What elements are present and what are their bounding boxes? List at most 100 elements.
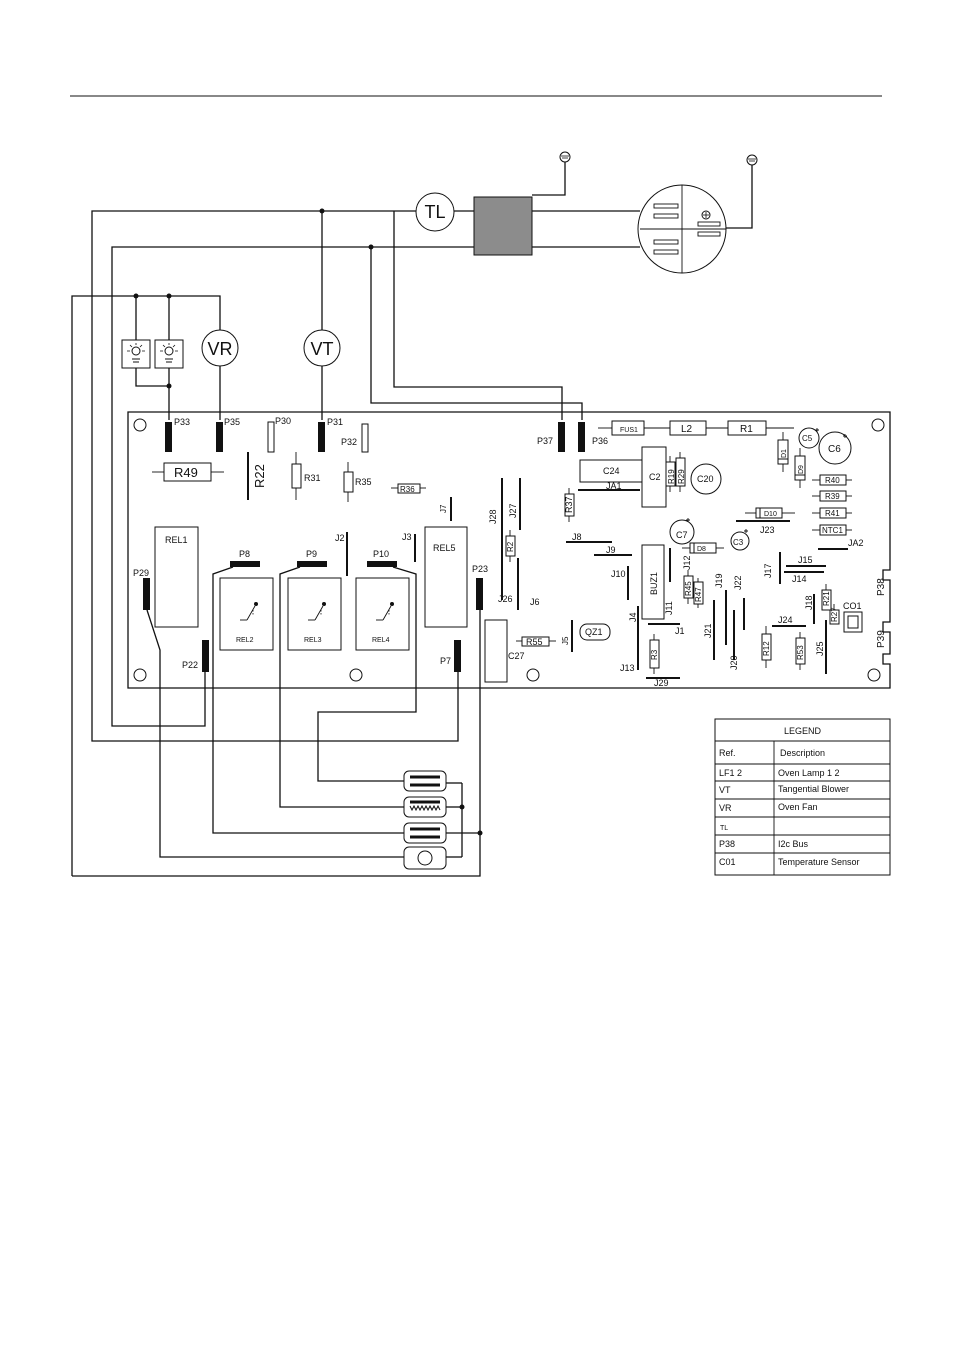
comp-ntc1: NTC1: [822, 526, 843, 535]
comp-j27: J27: [508, 503, 518, 518]
comp-rel1: REL1: [165, 535, 188, 545]
comp-j8: J8: [572, 532, 582, 542]
p38-label: P38: [876, 578, 887, 596]
comp-r12: R12: [762, 641, 771, 656]
pin-label-p9: P9: [306, 549, 317, 559]
legend-desc: Oven Lamp 1 2: [778, 768, 840, 778]
comp-j7: J7: [439, 504, 448, 513]
pin-label-p10: P10: [373, 549, 389, 559]
vt-label: VT: [310, 339, 333, 359]
legend-ref: LF1 2: [719, 768, 742, 778]
comp-r1: R1: [740, 424, 753, 435]
comp-r29: R29: [677, 469, 686, 484]
legend-desc: Temperature Sensor: [778, 857, 860, 867]
pin-label-p32: P32: [341, 437, 357, 447]
comp-j25: J25: [815, 641, 825, 656]
comp-d10: D10: [764, 511, 777, 518]
pin-label-p33: P33: [174, 417, 190, 427]
oven-lamp-icon: [121, 339, 151, 369]
comp-rel3: REL3: [304, 637, 322, 644]
comp-j28: J28: [488, 509, 498, 524]
legend-ref: TL: [720, 825, 728, 832]
comp-j6: J6: [530, 597, 540, 607]
pin-label-p22: P22: [182, 660, 198, 670]
comp-j18: J18: [804, 595, 814, 610]
comp-j5: J5: [561, 636, 570, 645]
comp-j22: J22: [733, 575, 743, 590]
pin-label-p37: P37: [537, 436, 553, 446]
comp-r19: R19: [667, 469, 676, 484]
comp-c5: C5: [802, 434, 813, 443]
comp-r40: R40: [825, 476, 840, 485]
legend-desc: Tangential Blower: [778, 784, 849, 794]
tangential-blower: VT: [303, 329, 341, 367]
comp-j26: J26: [498, 594, 513, 604]
pcb-components-left: [152, 452, 468, 628]
oven-lamp-icon: [154, 339, 184, 369]
mains-wiring: [91, 160, 753, 742]
ground-icon: [559, 151, 571, 163]
pin-label-p7: P7: [440, 656, 451, 666]
legend-ref: VT: [719, 785, 731, 795]
comp-r3: R3: [650, 649, 659, 660]
legend-table: LEGEND Ref. Description LF1 2 Oven Lamp …: [714, 718, 891, 876]
oven-fan: VR: [201, 329, 239, 367]
comp-j3: J3: [402, 532, 412, 542]
comp-j11: J11: [664, 601, 674, 615]
vr-label: VR: [207, 339, 232, 359]
ground-icon: [746, 154, 758, 166]
comp-r21: R21: [822, 591, 831, 606]
heater-wiring: [72, 566, 483, 877]
legend-ref: C01: [719, 857, 736, 867]
comp-rel5: REL5: [433, 543, 456, 553]
p39-label: P39: [876, 630, 887, 648]
comp-j13: J13: [620, 663, 635, 673]
comp-j17: J17: [763, 563, 773, 578]
comp-j10: J10: [611, 569, 626, 579]
comp-j1: J1: [675, 626, 685, 636]
comp-j23: J23: [760, 525, 775, 535]
mains-filter: [473, 196, 533, 256]
comp-j24: J24: [778, 615, 793, 625]
comp-j9: J9: [606, 545, 616, 555]
comp-r35: R35: [355, 477, 372, 487]
pcb-board: [127, 411, 891, 689]
comp-j15: J15: [798, 555, 813, 565]
legend-title: LEGEND: [784, 726, 822, 736]
grill-element-icon: [403, 796, 447, 818]
comp-rel4: REL4: [372, 637, 390, 644]
pin-label-p36: P36: [592, 436, 608, 446]
heater-element-icon: [403, 822, 447, 844]
legend-ref: VR: [719, 803, 732, 813]
pin-label-p35: P35: [224, 417, 240, 427]
comp-qz1: QZ1: [585, 627, 603, 637]
comp-j2: J2: [335, 533, 345, 543]
comp-d9: D9: [798, 465, 805, 474]
relay-rel4: REL4: [355, 577, 410, 651]
comp-ja1: JA1: [606, 481, 622, 491]
legend-desc: I2c Bus: [778, 839, 809, 849]
comp-j4: J4: [628, 612, 638, 622]
comp-co1: CO1: [843, 601, 862, 611]
pin-label-p8: P8: [239, 549, 250, 559]
comp-d1: D1: [781, 449, 788, 458]
comp-j14: J14: [792, 574, 807, 584]
comp-rel2: REL2: [236, 637, 254, 644]
comp-r37: R37: [564, 496, 574, 513]
thermal-limiter: TL: [415, 192, 455, 232]
comp-c7: C7: [676, 530, 688, 540]
comp-r53: R53: [796, 645, 805, 660]
comp-c20: C20: [697, 474, 714, 484]
comp-c6: C6: [828, 444, 841, 455]
comp-d8: D8: [697, 546, 706, 553]
comp-buz1: BUZ1: [649, 572, 659, 595]
relay-rel3: REL3: [287, 577, 342, 651]
comp-j21: J21: [703, 623, 713, 638]
comp-r49: R49: [174, 465, 198, 480]
comp-c3: C3: [733, 538, 744, 547]
comp-j29: J29: [654, 678, 669, 688]
pcb-fuse-chain: [598, 420, 794, 436]
pcb-components-right-lower: [566, 541, 863, 679]
comp-j20: J20: [729, 655, 739, 670]
comp-r36: R36: [400, 485, 415, 494]
